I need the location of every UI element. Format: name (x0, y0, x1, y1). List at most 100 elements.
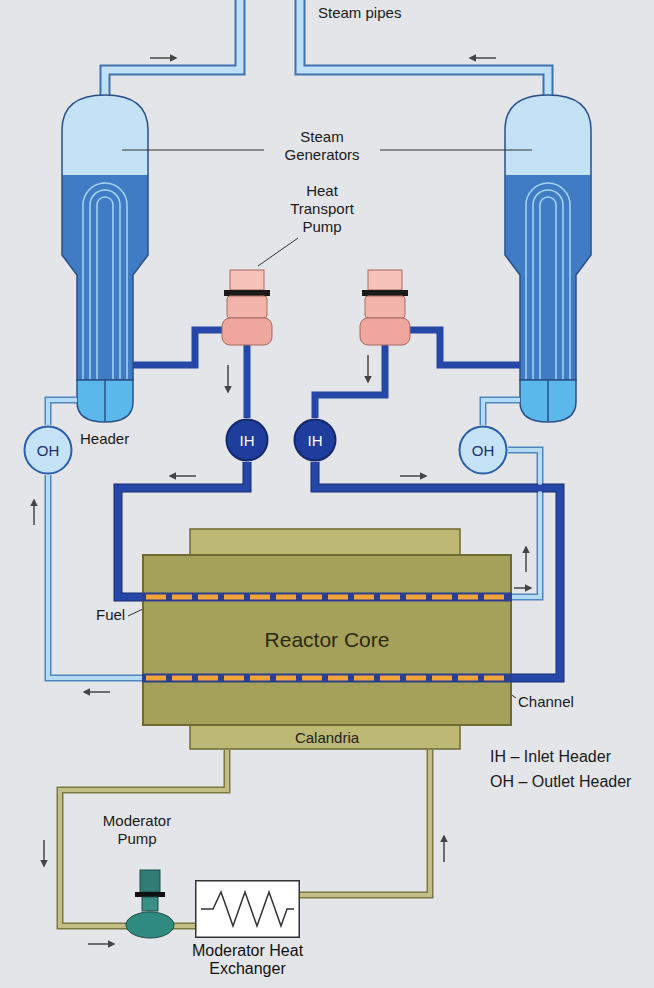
heat-transport-pump (227, 296, 267, 318)
steam-generator (505, 95, 591, 175)
heat-transport-pump (365, 296, 405, 318)
steam-generator (62, 95, 148, 422)
pipe-connector (48, 475, 142, 678)
heat-transport-pump (224, 290, 270, 296)
steam-generator (547, 380, 549, 421)
flow-arrow (88, 943, 114, 945)
heat-transport-pump (230, 270, 264, 290)
label-slot: OH – Outlet Header (490, 773, 650, 791)
part-label: Header (80, 430, 142, 448)
inlet-header: IH (293, 418, 337, 462)
inlet-header: IH (225, 418, 269, 462)
label-slot: Header (80, 430, 142, 448)
legend-note: OH – Outlet Header (490, 773, 650, 791)
heat-transport-pump (222, 270, 272, 345)
inlet-header-text: IH (308, 432, 323, 449)
coolant-pipe (244, 345, 251, 418)
steam-generator (526, 183, 570, 380)
moderator-pump (142, 897, 158, 911)
outlet-header-text: OH (472, 442, 495, 459)
steam-generator (505, 95, 591, 422)
part-label: Steam Generators (266, 128, 378, 164)
part-label: Channel (518, 693, 598, 711)
heat-exchanger-outline (195, 880, 300, 938)
coolant-pipe (48, 400, 77, 425)
label-slot: Fuel (96, 606, 136, 624)
steam-generator (520, 380, 576, 422)
steam-pipe (300, 0, 548, 98)
calandria-vessel: Calandria Reactor Core (142, 528, 512, 750)
steam-generator (505, 95, 591, 380)
outlet-header-text: OH (37, 442, 60, 459)
flow-arrow (470, 57, 496, 59)
flow-arrow (525, 547, 527, 572)
flow-arrow (400, 475, 426, 477)
pipe-outline (508, 450, 540, 597)
flow-arrow (367, 355, 369, 382)
pipe-outline (300, 750, 430, 895)
fuel-channel (142, 593, 512, 602)
inlet-header-text: IH (240, 432, 255, 449)
pipe-connector (300, 750, 430, 895)
header-circle (460, 427, 507, 474)
steam-pipe (105, 0, 548, 98)
coolant-pipe (410, 330, 520, 365)
coolant-pipe (133, 330, 222, 365)
pipe-outline (48, 475, 142, 678)
reactor-core-text: Reactor Core (265, 628, 390, 652)
heat-transport-pump (360, 270, 410, 345)
header-circle (295, 420, 336, 461)
leader-line (380, 150, 532, 151)
label-slot: IH – Inlet Header (490, 748, 650, 766)
reactor-core: Reactor Core (142, 554, 512, 726)
label-slot: Steam Generators (266, 128, 378, 164)
coolant-pipe (48, 400, 77, 425)
fuel-bundle (146, 595, 508, 600)
exchanger-box (196, 881, 300, 938)
label-slot: Heat Transport Pump (276, 182, 368, 236)
steam-generator (83, 183, 127, 380)
steam-pipe (300, 0, 548, 98)
steam-pipe (105, 0, 240, 98)
outlet-header: OH (458, 425, 508, 475)
steam-generator (77, 380, 133, 422)
heat-exchanger: Moderator Heat Exchanger (195, 880, 300, 938)
coolant-pipe (483, 400, 520, 425)
part-label: Fuel (96, 606, 136, 624)
flow-arrow (514, 587, 531, 589)
heat-transport-pump (362, 290, 408, 296)
flow-arrow (33, 500, 35, 525)
heat-transport-pump (368, 270, 402, 290)
leader-line (258, 238, 298, 266)
header-circle (25, 427, 72, 474)
moderator-pump (126, 912, 174, 938)
flow-arrow (34, 58, 531, 944)
flow-arrow (43, 840, 45, 866)
leader-line (122, 150, 264, 151)
moderator-pump (140, 870, 160, 892)
fuel-bundle (146, 676, 508, 681)
steam-generator (505, 95, 591, 380)
steam-generator (62, 95, 148, 380)
coolant-pipe (48, 330, 520, 425)
calandria-vessel-text: Calandria (142, 726, 512, 750)
calandria-band (190, 529, 460, 555)
flow-arrow (443, 836, 445, 862)
label-slot: Moderator Pump (92, 812, 182, 848)
moderator-pump (126, 870, 174, 938)
steam-generator (104, 380, 106, 421)
flow-arrow (170, 475, 196, 477)
flow-arrow (150, 57, 176, 59)
legend-note: IH – Inlet Header (490, 748, 650, 766)
exchanger-coil (201, 892, 294, 926)
steam-pipe (105, 0, 240, 98)
fuel-channel (142, 674, 512, 683)
part-label: Heat Transport Pump (276, 182, 368, 236)
part-label: Steam pipes (318, 4, 428, 22)
header-circle (227, 420, 268, 461)
heat-exchanger-text: Moderator Heat Exchanger (181, 942, 314, 978)
moderator-pump (135, 892, 165, 897)
pipe-connector (508, 450, 540, 597)
